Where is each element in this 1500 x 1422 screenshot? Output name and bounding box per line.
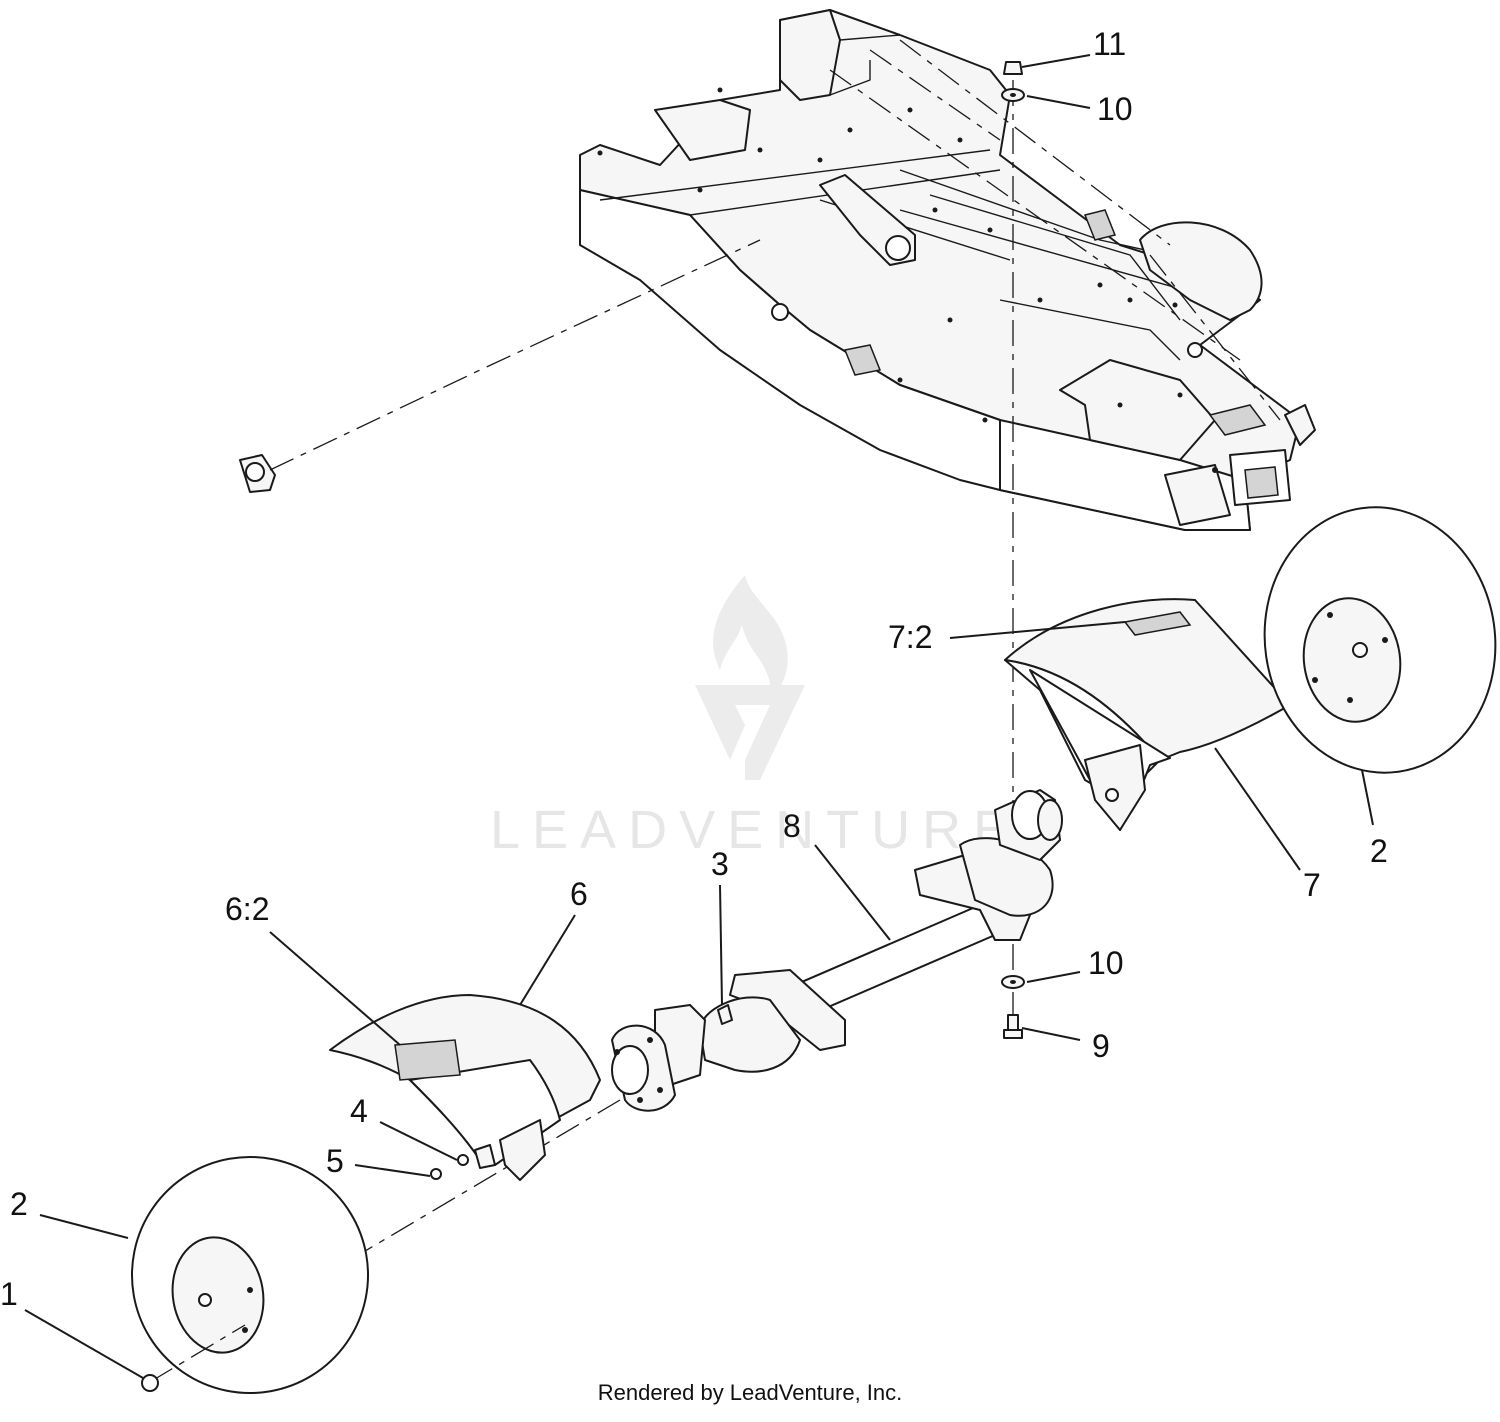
leader-lines (24, 54, 1374, 1379)
flame-logo-icon (695, 575, 805, 780)
callout-3: 3 (711, 846, 729, 882)
callout-10-bottom: 10 (1088, 945, 1124, 981)
callout-8: 8 (783, 808, 801, 844)
callout-6-2: 6:2 (225, 891, 269, 927)
axle-assembly (349, 789, 1063, 1261)
watermark-text: LEADVENTURE (490, 800, 1021, 860)
callout-4: 4 (350, 1093, 368, 1129)
callout-6: 6 (570, 876, 588, 912)
callout-9: 9 (1092, 1028, 1110, 1064)
fender-left (329, 994, 601, 1181)
callout-7: 7 (1303, 867, 1321, 903)
callout-labels: 11 10 7:2 2 7 8 3 6:2 6 10 9 4 5 2 1 (0, 26, 1388, 1312)
frame-assembly (239, 9, 1316, 531)
callout-1: 1 (0, 1276, 18, 1312)
callout-11: 11 (1093, 26, 1126, 62)
callout-2-right: 2 (1370, 833, 1388, 869)
callout-7-2: 7:2 (888, 619, 932, 655)
callout-10-top: 10 (1097, 91, 1133, 127)
top-hardware (1001, 61, 1025, 102)
leadventure-watermark: LEADVENTURE (490, 575, 1021, 860)
bottom-hardware (1001, 975, 1025, 1039)
fender-right (1004, 598, 1291, 831)
callout-2-left: 2 (10, 1186, 28, 1222)
wheel-right (1263, 506, 1497, 774)
callout-5: 5 (326, 1143, 344, 1179)
render-credit: Rendered by LeadVenture, Inc. (597, 1380, 903, 1405)
wheel-left (131, 1156, 369, 1394)
frame-holes (597, 87, 1218, 473)
